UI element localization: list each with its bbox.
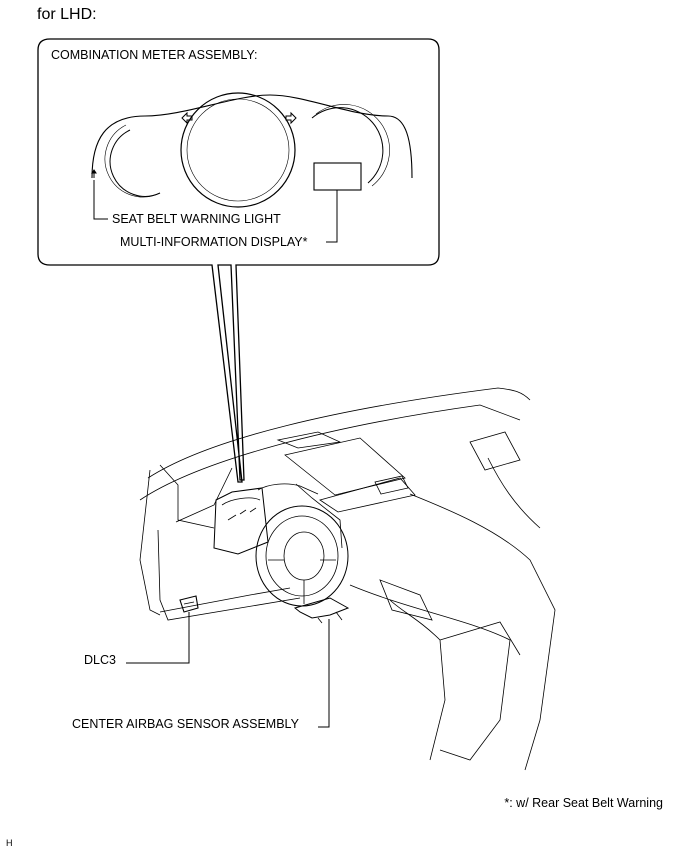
- center-airbag-sensor-label: CENTER AIRBAG SENSOR ASSEMBLY: [72, 717, 299, 731]
- inset-title: COMBINATION METER ASSEMBLY:: [51, 48, 258, 62]
- dashboard-illustration: [139, 387, 556, 771]
- airbag-sensor-leader: [318, 619, 330, 728]
- multi-information-display-label: MULTI-INFORMATION DISPLAY*: [120, 235, 308, 249]
- page-heading: for LHD:: [37, 6, 97, 23]
- left-turn-arrow-icon: [181, 111, 193, 125]
- seat-belt-warning-light-label: SEAT BELT WARNING LIGHT: [112, 212, 281, 226]
- footnote: *: w/ Rear Seat Belt Warning: [504, 796, 663, 810]
- right-turn-arrow-icon: [285, 111, 297, 125]
- seat-belt-indicator-icon: [91, 169, 97, 178]
- inset-frame: [37, 38, 440, 483]
- corner-mark: H: [6, 838, 13, 848]
- combination-meter-illustration: [91, 92, 413, 243]
- dlc3-label: DLC3: [84, 653, 116, 667]
- dlc3-leader: [126, 612, 190, 664]
